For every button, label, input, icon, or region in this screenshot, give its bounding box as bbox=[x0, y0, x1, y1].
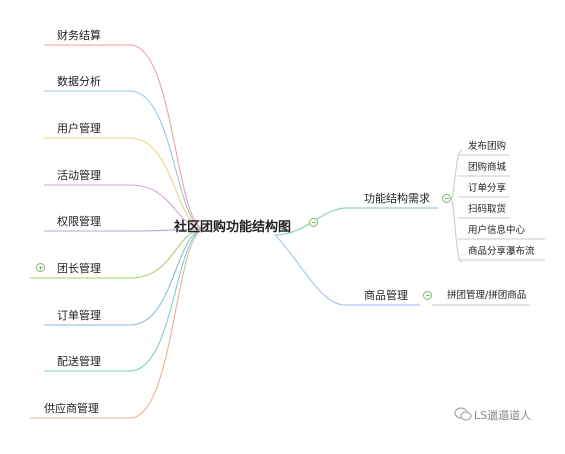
leaf-order-share[interactable]: 订单分享 bbox=[468, 183, 507, 194]
connector-left-7 bbox=[44, 228, 206, 372]
leaf-publish-group-buy[interactable]: 发布团购 bbox=[468, 141, 507, 152]
branch-label-finance[interactable]: 财务结算 bbox=[57, 29, 101, 42]
center-node-title[interactable]: 社区团购功能结构图 bbox=[174, 220, 292, 235]
leaf-scan-pickup[interactable]: 扫码取货 bbox=[468, 204, 507, 215]
connector-bracket-bottom bbox=[450, 198, 463, 263]
connector-right-product-management bbox=[274, 234, 420, 306]
leaf-group-buy-mall[interactable]: 团购商城 bbox=[468, 162, 507, 173]
branch-label-delivery[interactable]: 配送管理 bbox=[57, 355, 101, 368]
function-requirements-collapse-toggle[interactable] bbox=[442, 194, 451, 203]
connector-left-3 bbox=[44, 184, 206, 230]
connector-left-8 bbox=[30, 228, 206, 419]
branch-label-leaders[interactable]: 团长管理 bbox=[57, 262, 101, 275]
connector-left-0 bbox=[44, 44, 206, 230]
connector-left-4 bbox=[44, 228, 206, 232]
leaf-group-product-management[interactable]: 拼团管理/拼团商品 bbox=[447, 290, 527, 301]
connector-left-1 bbox=[44, 90, 206, 230]
watermark-text: LS邋遢道人 bbox=[474, 409, 532, 422]
connector-left-6 bbox=[44, 228, 206, 326]
branch-label-users[interactable]: 用户管理 bbox=[57, 122, 101, 135]
connector-right-function-requirements bbox=[274, 207, 438, 236]
branch-label-activities[interactable]: 活动管理 bbox=[57, 169, 101, 182]
connector-bracket-top bbox=[450, 149, 463, 200]
connector-left-5 bbox=[30, 228, 206, 279]
branch-label-analytics[interactable]: 数据分析 bbox=[57, 75, 101, 88]
leader-expand-toggle[interactable] bbox=[36, 263, 45, 272]
connector-left-2 bbox=[44, 137, 206, 230]
branch-label-orders[interactable]: 订单管理 bbox=[57, 309, 101, 322]
branch-label-product-management[interactable]: 商品管理 bbox=[364, 289, 408, 302]
branch-label-function-requirements[interactable]: 功能结构需求 bbox=[364, 192, 430, 205]
leaf-product-share-feed[interactable]: 商品分享瀑布流 bbox=[468, 246, 535, 257]
branch-label-permissions[interactable]: 权限管理 bbox=[57, 215, 101, 228]
product-management-collapse-toggle[interactable] bbox=[423, 291, 432, 300]
branch-label-suppliers[interactable]: 供应商管理 bbox=[44, 402, 99, 415]
wechat-icon bbox=[454, 407, 472, 421]
leaf-user-info-center[interactable]: 用户信息中心 bbox=[468, 225, 526, 236]
center-collapse-toggle[interactable] bbox=[309, 218, 318, 227]
